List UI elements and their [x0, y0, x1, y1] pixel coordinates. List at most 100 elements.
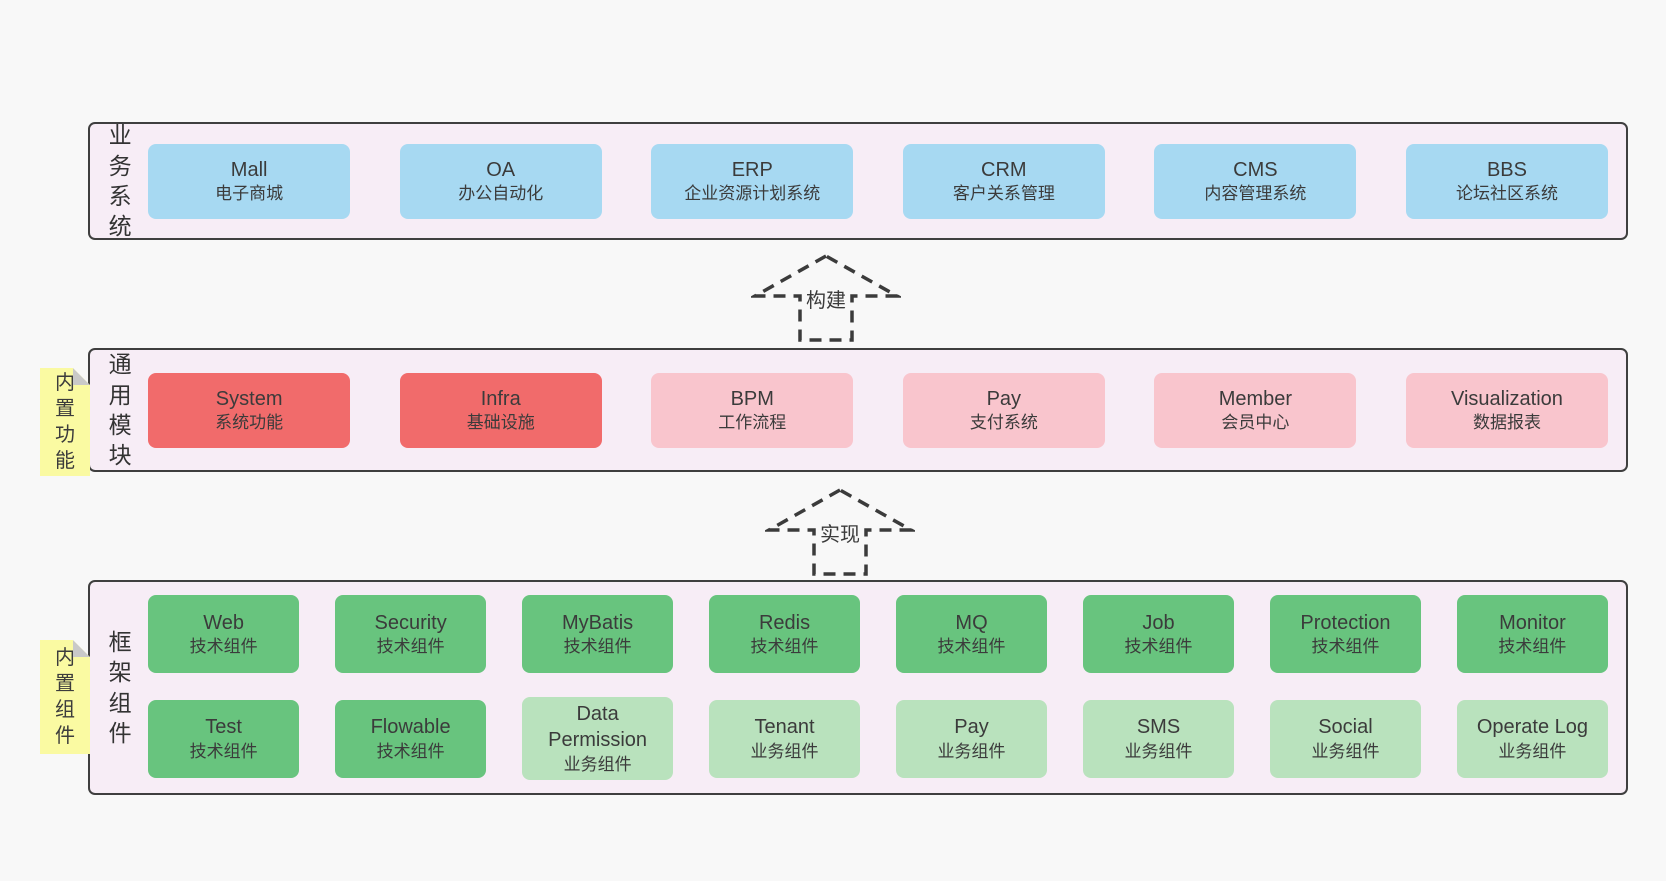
box-subtitle: 技术组件 — [1311, 637, 1380, 657]
box-web: Web 技术组件 — [148, 595, 300, 674]
box-title: Test — [205, 716, 242, 739]
box-subtitle: 工作流程 — [718, 413, 787, 433]
box-subtitle: 技术组件 — [563, 637, 632, 657]
box-subtitle: 论坛社区系统 — [1455, 184, 1558, 204]
box-title: Security — [374, 611, 447, 634]
arrow-implement: 实现 — [765, 486, 915, 578]
box-title: Tenant — [754, 716, 815, 739]
box-subtitle: 业务组件 — [1124, 741, 1193, 761]
box-subtitle: 企业资源计划系统 — [684, 184, 821, 204]
box-erp: ERP 企业资源计划系统 — [651, 143, 854, 219]
box-subtitle: 客户关系管理 — [952, 184, 1055, 204]
module-boxes: System 系统功能 Infra 基础设施 BPM 工作流程 Pay 支付系统… — [148, 372, 1608, 448]
box-subtitle: 技术组件 — [376, 637, 445, 657]
box-title: OA — [486, 158, 516, 181]
box-subtitle: 会员中心 — [1221, 413, 1290, 433]
box-sms: SMS 业务组件 — [1082, 699, 1234, 778]
box-data-permission: Data Permission 业务组件 — [522, 697, 674, 780]
layer-framework-label: 框架组件 — [108, 628, 132, 746]
box-title: Web — [203, 611, 245, 634]
box-subtitle: 支付系统 — [969, 413, 1038, 433]
box-title: Protection — [1300, 611, 1391, 634]
layer-common-modules: 通用模块 System 系统功能 Infra 基础设施 BPM 工作流程 Pay… — [88, 348, 1628, 472]
arrow-build-label: 构建 — [803, 284, 849, 313]
box-security: Security 技术组件 — [335, 595, 487, 674]
box-title: BBS — [1486, 158, 1527, 181]
box-title: MQ — [955, 611, 988, 634]
box-title: ERP — [731, 158, 773, 181]
box-subtitle: 技术组件 — [189, 637, 258, 657]
box-infra: Infra 基础设施 — [399, 372, 602, 448]
box-title: CMS — [1233, 158, 1278, 181]
box-redis: Redis 技术组件 — [709, 595, 861, 674]
box-system: System 系统功能 — [148, 372, 351, 448]
layer-framework-components: 框架组件 Web 技术组件 Security 技术组件 MyBatis 技术组件… — [88, 580, 1628, 795]
box-protection: Protection 技术组件 — [1269, 595, 1421, 674]
business-boxes: Mall 电子商城 OA 办公自动化 ERP 企业资源计划系统 CRM 客户关系… — [148, 143, 1608, 219]
box-title: Monitor — [1499, 611, 1566, 634]
box-subtitle: 业务组件 — [1498, 741, 1567, 761]
box-subtitle: 业务组件 — [937, 741, 1006, 761]
arrow-build: 构建 — [751, 252, 901, 344]
box-bbs: BBS 论坛社区系统 — [1405, 143, 1608, 219]
box-subtitle: 基础设施 — [466, 413, 535, 433]
box-subtitle: 数据报表 — [1472, 413, 1541, 433]
box-subtitle: 技术组件 — [189, 741, 258, 761]
box-title: Mall — [230, 158, 268, 181]
box-subtitle: 系统功能 — [215, 413, 284, 433]
layer-business-label: 业务系统 — [108, 122, 132, 240]
up-arrow-icon — [765, 487, 915, 576]
up-arrow-icon — [751, 253, 901, 342]
box-subtitle: 业务组件 — [1311, 741, 1380, 761]
box-subtitle: 技术组件 — [750, 637, 819, 657]
box-title: Member — [1218, 387, 1293, 410]
box-title: Operate Log — [1476, 716, 1589, 739]
box-tenant: Tenant 业务组件 — [709, 699, 861, 778]
box-title: Pay — [954, 716, 989, 739]
arrow-implement-label: 实现 — [817, 518, 863, 547]
box-subtitle: 技术组件 — [1498, 637, 1567, 657]
note-builtin-components: 内置组件 — [40, 640, 90, 754]
box-subtitle: 业务组件 — [750, 741, 819, 761]
box-title: Visualization — [1450, 387, 1563, 410]
box-mybatis: MyBatis 技术组件 — [522, 595, 674, 674]
box-title: MyBatis — [562, 611, 634, 634]
box-title: Pay — [986, 387, 1022, 410]
box-pay-component: Pay 业务组件 — [896, 699, 1048, 778]
layer-modules-label: 通用模块 — [108, 351, 132, 469]
box-subtitle: 内容管理系统 — [1204, 184, 1307, 204]
box-visualization: Visualization 数据报表 — [1405, 372, 1608, 448]
box-title: SMS — [1136, 716, 1181, 739]
box-cms: CMS 内容管理系统 — [1154, 143, 1357, 219]
component-row-2: Test 技术组件 Flowable 技术组件 Data Permission … — [148, 697, 1608, 780]
box-title: CRM — [981, 158, 1027, 181]
box-job: Job 技术组件 — [1082, 595, 1234, 674]
box-bpm: BPM 工作流程 — [651, 372, 854, 448]
box-title: Data Permission — [548, 703, 648, 752]
box-mq: MQ 技术组件 — [896, 595, 1048, 674]
box-title: Social — [1318, 716, 1373, 739]
box-flowable: Flowable 技术组件 — [335, 699, 487, 778]
box-title: BPM — [730, 387, 774, 410]
box-crm: CRM 客户关系管理 — [902, 143, 1105, 219]
box-title: System — [215, 387, 283, 410]
box-subtitle: 电子商城 — [215, 184, 284, 204]
note-label: 内置组件 — [55, 647, 75, 747]
box-social: Social 业务组件 — [1269, 699, 1421, 778]
box-monitor: Monitor 技术组件 — [1456, 595, 1608, 674]
box-mall: Mall 电子商城 — [148, 143, 351, 219]
note-label: 内置功能 — [55, 372, 75, 472]
component-row-1: Web 技术组件 Security 技术组件 MyBatis 技术组件 Redi… — [148, 595, 1608, 674]
box-title: Infra — [480, 387, 521, 410]
box-oa: OA 办公自动化 — [399, 143, 602, 219]
box-title: Redis — [758, 611, 811, 634]
box-subtitle: 技术组件 — [376, 741, 445, 761]
box-subtitle: 业务组件 — [563, 754, 632, 774]
component-rows: Web 技术组件 Security 技术组件 MyBatis 技术组件 Redi… — [148, 595, 1608, 780]
box-member: Member 会员中心 — [1154, 372, 1357, 448]
box-operate-log: Operate Log 业务组件 — [1456, 699, 1608, 778]
box-test: Test 技术组件 — [148, 699, 300, 778]
note-builtin-features: 内置功能 — [40, 368, 90, 476]
box-subtitle: 技术组件 — [1124, 637, 1193, 657]
